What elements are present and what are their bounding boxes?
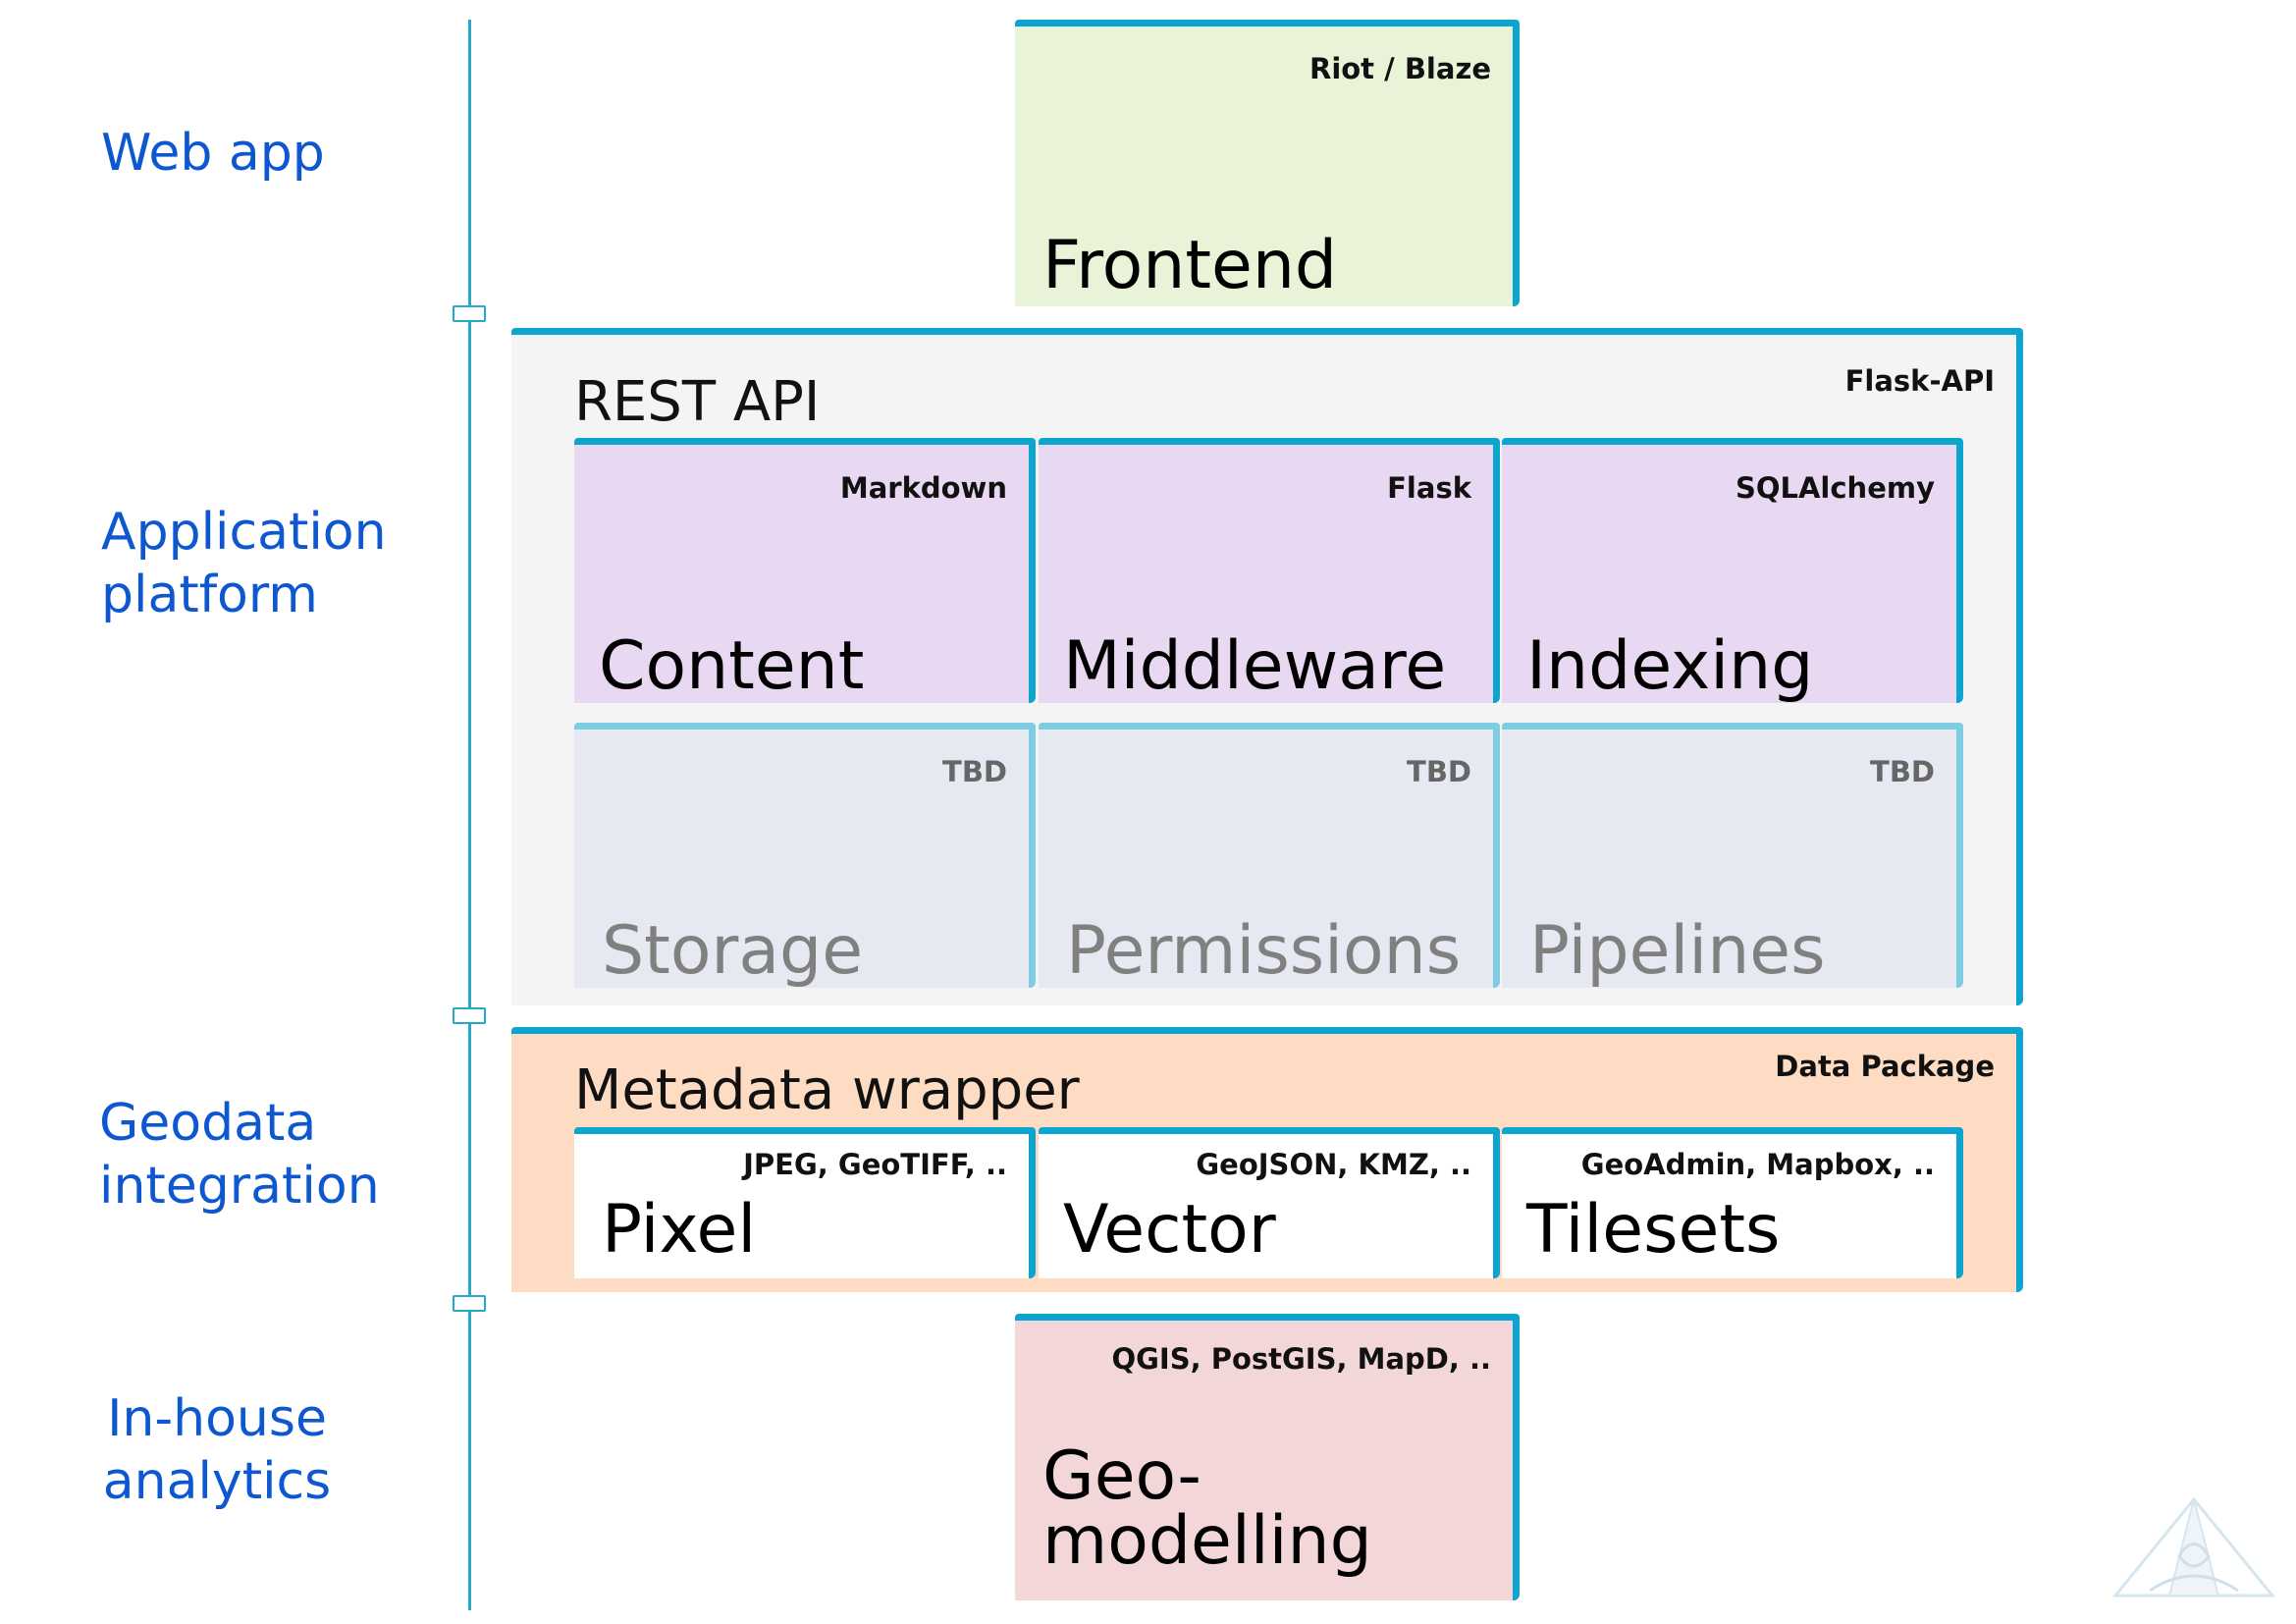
planned-permissions-title: Permissions	[1066, 912, 1462, 990]
timeline-tick	[453, 1295, 486, 1312]
format-tilesets-title: Tilesets	[1526, 1191, 1781, 1269]
format-tilesets-tech: GeoAdmin, Mapbox, ..	[1580, 1148, 1935, 1181]
layer-label-web-app: Web app	[101, 124, 325, 183]
module-middleware-title: Middleware	[1063, 627, 1447, 705]
timeline-tick	[453, 1007, 486, 1024]
planned-storage-box: TBD Storage	[574, 723, 1036, 988]
format-vector-tech: GeoJSON, KMZ, ..	[1196, 1148, 1471, 1181]
planned-storage-title: Storage	[602, 912, 864, 990]
geomodelling-tech: QGIS, PostGIS, MapD, ..	[1111, 1342, 1491, 1376]
planned-pipelines-title: Pipelines	[1529, 912, 1826, 990]
planned-permissions-tech: TBD	[1407, 755, 1471, 788]
module-indexing-title: Indexing	[1526, 627, 1814, 705]
rest-api-tech: Flask-API	[1844, 364, 1995, 398]
rest-api-title: REST API	[574, 370, 821, 434]
format-vector-title: Vector	[1063, 1191, 1276, 1269]
module-middleware-tech: Flask	[1387, 471, 1471, 505]
format-vector-box: GeoJSON, KMZ, .. Vector	[1039, 1127, 1500, 1278]
timeline-tick	[453, 305, 486, 322]
metadata-wrapper-title: Metadata wrapper	[574, 1058, 1080, 1122]
module-content-box: Markdown Content	[574, 438, 1036, 703]
layer-label-geodata-integration: Geodata integration	[99, 1094, 380, 1216]
module-content-tech: Markdown	[839, 471, 1007, 505]
planned-permissions-box: TBD Permissions	[1039, 723, 1500, 988]
module-middleware-box: Flask Middleware	[1039, 438, 1500, 703]
frontend-title: Frontend	[1042, 227, 1338, 304]
format-pixel-title: Pixel	[602, 1191, 757, 1269]
planned-storage-tech: TBD	[942, 755, 1007, 788]
metadata-wrapper-tech: Data Package	[1775, 1050, 1995, 1083]
frontend-box: Riot / Blaze Frontend	[1015, 20, 1520, 306]
module-indexing-box: SQLAlchemy Indexing	[1502, 438, 1963, 703]
planned-pipelines-tech: TBD	[1870, 755, 1935, 788]
layer-label-in-house-analytics: In-house analytics	[102, 1389, 332, 1511]
module-content-title: Content	[599, 627, 865, 705]
format-tilesets-box: GeoAdmin, Mapbox, .. Tilesets	[1502, 1127, 1963, 1278]
layer-timeline	[468, 20, 471, 1610]
format-pixel-box: JPEG, GeoTIFF, .. Pixel	[574, 1127, 1036, 1278]
frontend-tech: Riot / Blaze	[1308, 52, 1491, 85]
layer-label-application-platform: Application platform	[101, 503, 387, 624]
format-pixel-tech: JPEG, GeoTIFF, ..	[743, 1148, 1007, 1181]
logo-watermark-icon	[2111, 1497, 2276, 1597]
geomodelling-box: QGIS, PostGIS, MapD, .. Geo- modelling	[1015, 1314, 1520, 1600]
geomodelling-title: Geo- modelling	[1042, 1437, 1372, 1580]
module-indexing-tech: SQLAlchemy	[1735, 471, 1935, 505]
planned-pipelines-box: TBD Pipelines	[1502, 723, 1963, 988]
